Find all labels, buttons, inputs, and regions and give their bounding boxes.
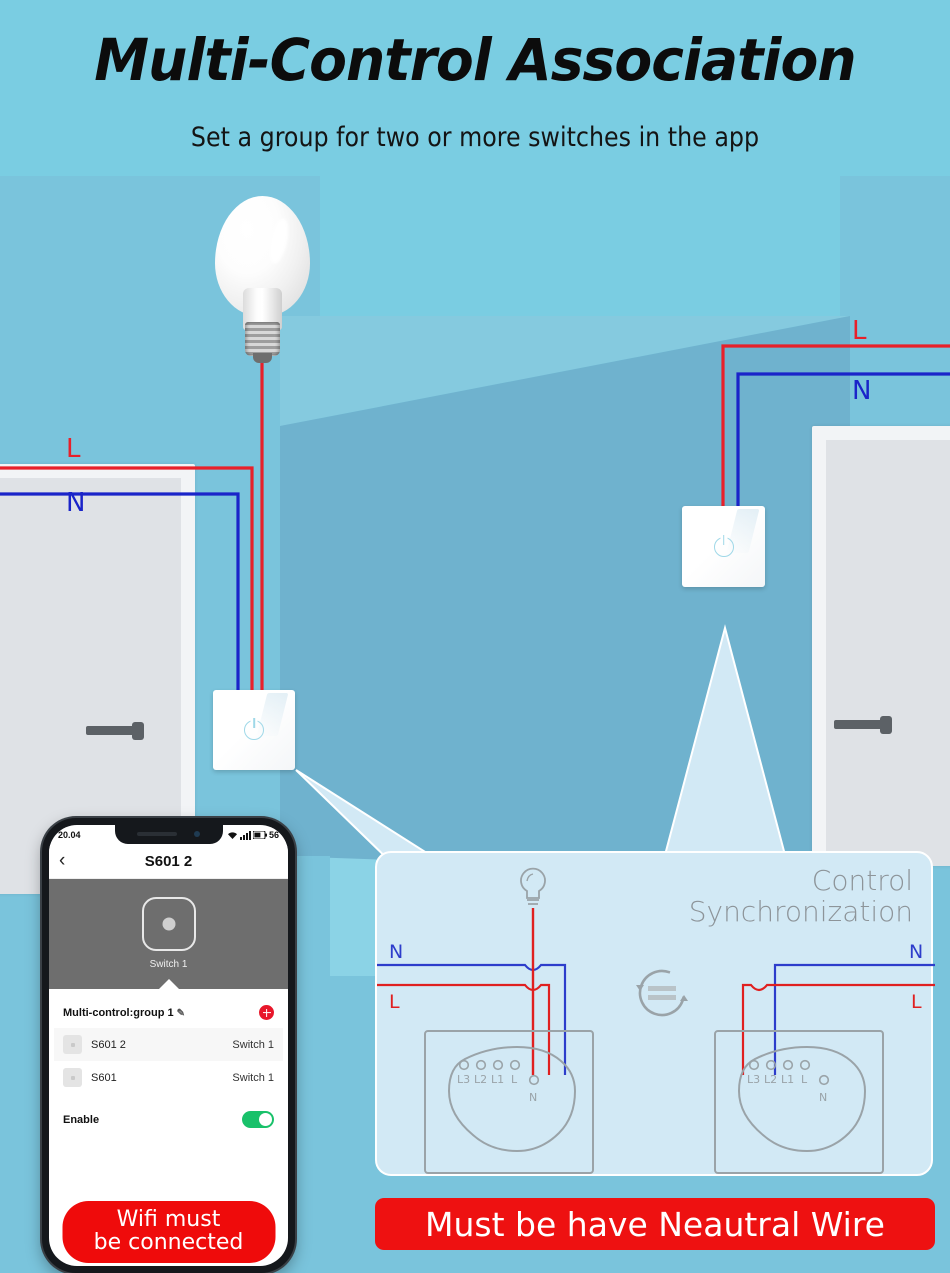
panel-title: Control Synchronization [689,865,913,928]
enable-toggle[interactable] [242,1111,274,1128]
svg-text:L1: L1 [781,1073,794,1086]
wifi-warning-line1: Wifi must [116,1206,221,1232]
wall-switch-left[interactable] [213,690,295,770]
diagram-label-right-L: L [911,991,922,1013]
svg-text:L1: L1 [491,1073,504,1086]
device-hero-area: Switch 1 [49,879,288,990]
device-thumbnail [63,1035,82,1054]
door-left-handle [86,722,144,740]
switch-indicator-dot [162,917,175,931]
battery-icon [252,831,267,839]
device-name: S601 [91,1071,117,1084]
door-right-panel [826,440,950,866]
appbar-title: S601 2 [144,853,193,870]
device-name: S601 2 [91,1038,126,1051]
svg-text:L3: L3 [747,1073,760,1086]
svg-text:L: L [511,1073,518,1086]
wifi-icon [227,831,237,839]
page-subtitle: Set a group for two or more switches in … [190,122,760,153]
power-icon-right [713,533,734,557]
light-bulb-icon [215,196,310,366]
diagram-label-right-N: N [909,941,924,963]
list-item[interactable]: S601 2 Switch 1 [54,1028,283,1061]
svg-text:N: N [529,1091,537,1104]
page-title: Multi-Control Association [94,26,856,94]
device-switch: Switch 1 [232,1071,274,1084]
control-sync-panel: Control Synchronization [375,851,935,1176]
door-right-frame [812,426,950,866]
scene-label-left-live: L [66,434,81,464]
phone-notch [114,825,223,844]
diagram-bulb-icon [520,867,546,905]
toggle-knob [259,1113,272,1126]
add-icon[interactable] [259,1005,274,1020]
enable-card: Enable [54,1100,283,1139]
svg-text:N: N [819,1091,827,1104]
svg-text:L2: L2 [474,1073,487,1086]
scene-label-left-neutral: N [66,488,86,518]
status-indicators: 56 [227,830,279,840]
svg-text:L: L [801,1073,808,1086]
sync-equals-icon [636,969,688,1017]
speaker-icon [136,832,177,836]
switch-toggle-button[interactable] [141,897,196,951]
scene-label-right-neutral: N [852,376,872,406]
header: Multi-Control Association Set a group fo… [0,0,950,176]
wiring-diagram: L3 L2 L1 L N L3 L2 [377,867,935,1174]
svg-text:L3: L3 [457,1073,470,1086]
camera-icon [193,831,200,837]
panel-title-line1: Control [811,864,913,897]
svg-text:L2: L2 [764,1073,777,1086]
device-thumbnail [63,1068,82,1087]
scene-wiring [0,318,950,696]
phone-appbar: ‹ S601 2 [49,845,288,879]
group-header-row[interactable]: Multi-control:group 1✎ [54,995,283,1028]
wifi-warning-line2: be connected [93,1230,244,1256]
back-button[interactable]: ‹ [59,850,66,871]
door-right-handle [834,716,892,734]
battery-level: 56 [268,830,279,840]
phone-mockup: 20.04 56 [42,818,295,1273]
group-label-wrap: Multi-control:group 1✎ [63,1007,185,1019]
bulb-screw-base [245,322,280,356]
list-item[interactable]: S601 Switch 1 [54,1061,283,1094]
group-label: Multi-control:group 1 [63,1006,174,1019]
phone-status-bar: 20.04 56 [49,825,288,845]
diagram-label-left-L: L [389,991,400,1013]
hero-switch-label: Switch 1 [149,959,188,970]
status-time: 20.04 [58,830,81,840]
wifi-warning-banner: Wifi must be connected [62,1200,275,1263]
diagram-label-left-N: N [389,941,404,963]
bulb-tip [253,353,272,363]
multi-control-card: Multi-control:group 1✎ S601 2 Switch 1 S… [54,995,283,1094]
enable-row[interactable]: Enable [54,1100,283,1139]
device-switch: Switch 1 [232,1038,274,1051]
neutral-wire-banner: Must be have Neautral Wire [375,1198,935,1250]
phone-screen: 20.04 56 [49,825,288,1266]
panel-title-line2: Synchronization [688,895,913,929]
enable-label: Enable [63,1113,100,1126]
wall-switch-right[interactable] [682,506,765,587]
scene-label-right-live: L [852,316,867,346]
power-icon-left [244,717,264,740]
pencil-icon[interactable]: ✎ [176,1007,185,1019]
signal-icon [239,830,251,840]
hero-arrow [157,979,180,990]
